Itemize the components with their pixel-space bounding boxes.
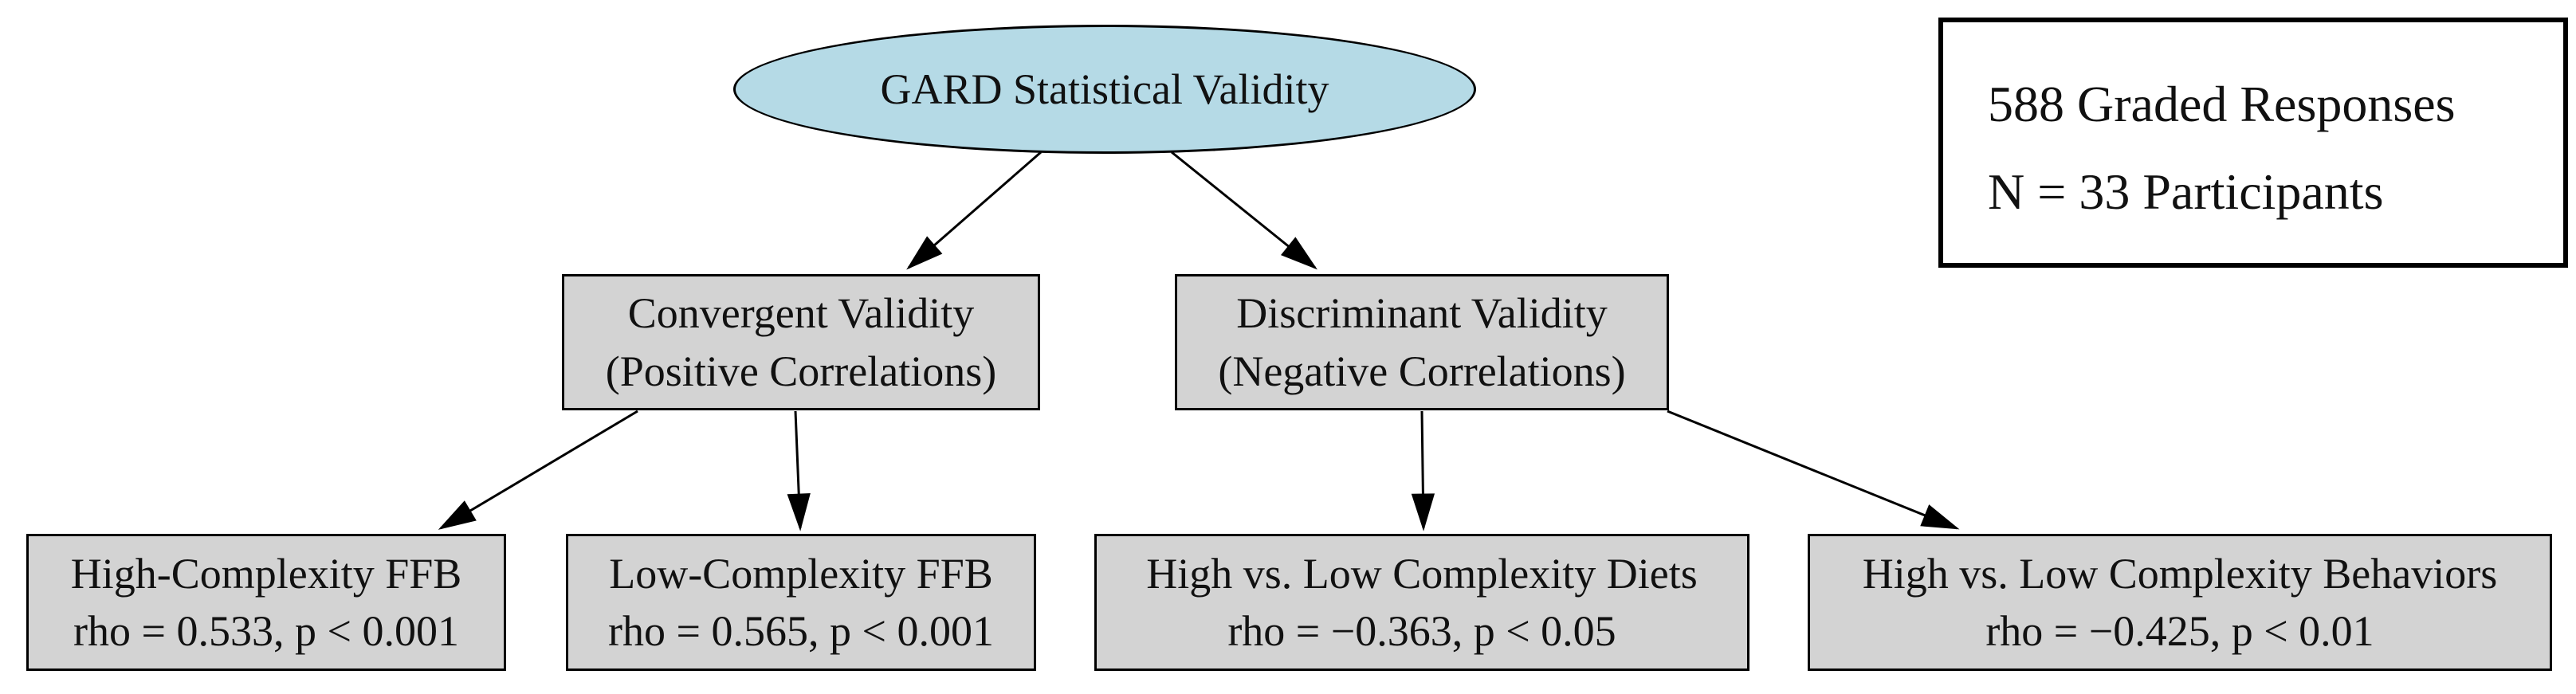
edge-convergent-low-ffb <box>787 410 811 531</box>
edge-discriminant-diets <box>1411 410 1435 531</box>
node-title: High vs. Low Complexity Diets <box>1146 549 1698 598</box>
node-statistic: rho = −0.425, p < 0.01 <box>1985 607 2374 655</box>
root-label: GARD Statistical Validity <box>880 65 1329 113</box>
edge-convergent-high-ffb <box>438 410 638 530</box>
node-high-complexity-ffb: High-Complexity FFB rho = 0.533, p < 0.0… <box>26 534 506 671</box>
node-discriminant-validity: Discriminant Validity (Negative Correlat… <box>1175 274 1669 410</box>
node-convergent-validity: Convergent Validity (Positive Correlatio… <box>562 274 1040 410</box>
node-root: GARD Statistical Validity <box>733 25 1476 154</box>
sample-info-box: 588 Graded Responses N = 33 Participants <box>1938 18 2568 268</box>
graded-responses-text: 588 Graded Responses <box>1988 76 2456 132</box>
node-title: Convergent Validity <box>627 289 975 338</box>
node-statistic: rho = 0.565, p < 0.001 <box>608 607 994 655</box>
node-statistic: rho = 0.533, p < 0.001 <box>73 607 459 655</box>
node-title: High-Complexity FFB <box>70 549 462 598</box>
node-complexity-diets: High vs. Low Complexity Diets rho = −0.3… <box>1094 534 1749 671</box>
node-low-complexity-ffb: Low-Complexity FFB rho = 0.565, p < 0.00… <box>566 534 1036 671</box>
participants-text: N = 33 Participants <box>1988 163 2384 221</box>
node-title: Low-Complexity FFB <box>609 549 993 598</box>
node-subtitle: (Negative Correlations) <box>1218 347 1626 395</box>
edge-root-convergent <box>906 151 1042 270</box>
edge-discriminant-behaviors <box>1667 410 1960 530</box>
node-title: Discriminant Validity <box>1236 289 1608 338</box>
edge-root-discriminant <box>1171 151 1317 270</box>
node-title: High vs. Low Complexity Behaviors <box>1862 549 2498 598</box>
node-statistic: rho = −0.363, p < 0.05 <box>1227 607 1616 655</box>
node-complexity-behaviors: High vs. Low Complexity Behaviors rho = … <box>1808 534 2552 671</box>
node-subtitle: (Positive Correlations) <box>605 347 997 395</box>
